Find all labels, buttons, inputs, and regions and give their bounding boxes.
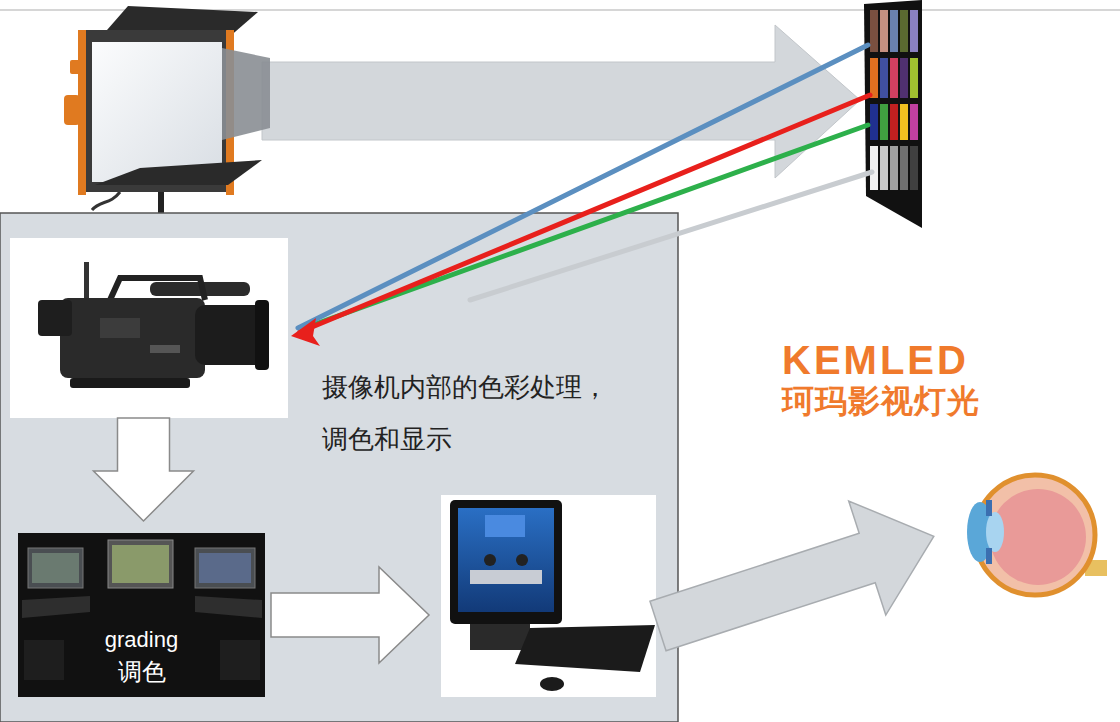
grading-box: grading调色 (18, 533, 269, 697)
eye-drawing (967, 475, 1107, 595)
light-rays (291, 45, 872, 346)
camera-box-ground (10, 238, 288, 418)
computer-drawing (450, 500, 655, 691)
block-arrow (94, 418, 194, 521)
block-arrow (271, 567, 429, 663)
monitor-box-ground (441, 495, 656, 697)
camera-box (10, 238, 288, 418)
panel-ground (0, 213, 678, 722)
camera-drawing (38, 262, 269, 388)
text-block: 摄像机内部的色彩处理， 调色和显示 (322, 361, 622, 465)
eye-arrow (639, 479, 952, 683)
text-block: grading调色 (18, 625, 265, 689)
grading-photo-ground (18, 533, 265, 697)
color-chart (864, 0, 922, 228)
light-arrow (262, 25, 860, 178)
monitor-box (441, 495, 656, 697)
logo-wordmark: KEMLED (782, 338, 969, 383)
panel-caption: 摄像机内部的色彩处理， 调色和显示 (322, 361, 622, 465)
led-light (64, 6, 270, 215)
logo-chinese: 珂玛影视灯光 (782, 380, 980, 424)
photo-caption: 调色 (18, 655, 265, 689)
panel-region: grading调色 摄像机内部的色彩处理， 调色和显示 (0, 213, 678, 722)
photo-caption: grading (18, 625, 265, 655)
